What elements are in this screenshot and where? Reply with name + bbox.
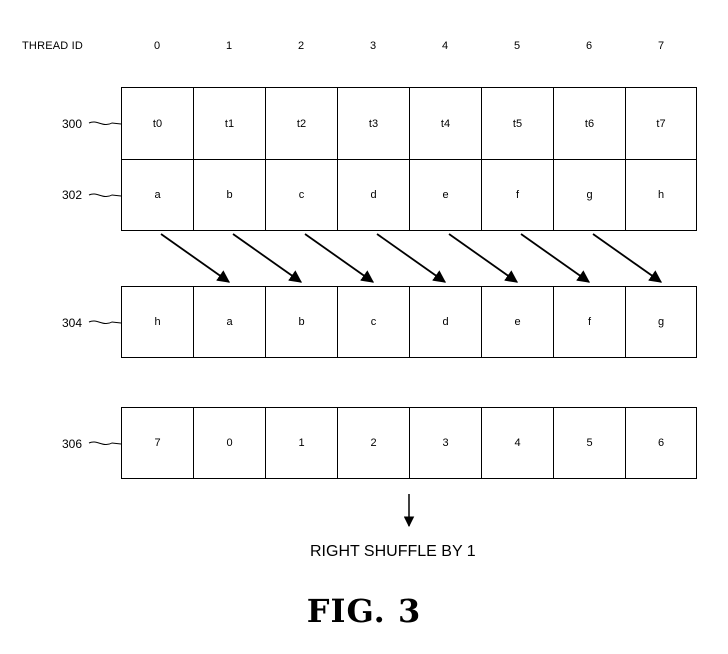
cell-304-2: b [265,286,337,358]
shuffled-row-304: h a b c d e f g [121,286,697,358]
cell-306-1: 0 [193,407,265,479]
thread-row-300: t0 t1 t2 t3 t4 t5 t6 t7 [121,87,697,159]
thread-id-5: 5 [513,40,521,52]
cell-302-7: h [625,159,697,231]
thread-id-0: 0 [153,40,161,52]
thread-id-7: 7 [657,40,665,52]
thread-id-2: 2 [297,40,305,52]
cell-306-6: 5 [553,407,625,479]
cell-304-1: a [193,286,265,358]
thread-id-4: 4 [441,40,449,52]
leader-300 [88,121,122,126]
shuffle-arrow-4 [448,233,519,283]
shuffle-arrow-3 [376,233,447,283]
shuffle-arrow-5 [520,233,591,283]
cell-306-2: 1 [265,407,337,479]
cell-300-0: t0 [121,87,193,159]
cell-306-3: 2 [337,407,409,479]
figure-label: FIG. 3 [306,592,422,630]
leader-302 [88,193,122,198]
cell-300-1: t1 [193,87,265,159]
cell-304-3: c [337,286,409,358]
cell-302-5: f [481,159,553,231]
cell-300-4: t4 [409,87,481,159]
shuffle-arrow-1 [232,233,303,283]
cell-302-2: c [265,159,337,231]
leader-306 [88,441,122,446]
cell-300-2: t2 [265,87,337,159]
cell-300-7: t7 [625,87,697,159]
cell-302-3: d [337,159,409,231]
cell-306-5: 4 [481,407,553,479]
ref-label-306: 306 [62,437,83,451]
ref-label-304: 304 [62,316,83,330]
shuffle-arrow-0 [160,233,231,283]
cell-300-3: t3 [337,87,409,159]
cell-306-7: 6 [625,407,697,479]
cell-304-4: d [409,286,481,358]
cell-306-0: 7 [121,407,193,479]
cell-302-0: a [121,159,193,231]
thread-id-1: 1 [225,40,233,52]
cell-306-4: 3 [409,407,481,479]
cell-304-6: f [553,286,625,358]
ref-label-300: 300 [62,117,83,131]
value-row-302: a b c d e f g h [121,159,697,231]
thread-id-header: THREAD ID [22,40,84,52]
shuffle-arrow-2 [304,233,375,283]
cell-302-1: b [193,159,265,231]
cell-302-6: g [553,159,625,231]
thread-id-6: 6 [585,40,593,52]
shuffle-operation-label: RIGHT SHUFFLE BY 1 [310,543,476,560]
shuffle-arrow-6 [592,233,663,283]
leader-304 [88,320,122,325]
cell-304-0: h [121,286,193,358]
cell-302-4: e [409,159,481,231]
cell-300-6: t6 [553,87,625,159]
cell-300-5: t5 [481,87,553,159]
source-index-row-306: 7 0 1 2 3 4 5 6 [121,407,697,479]
thread-id-3: 3 [369,40,377,52]
ref-label-302: 302 [62,188,83,202]
cell-304-5: e [481,286,553,358]
cell-304-7: g [625,286,697,358]
